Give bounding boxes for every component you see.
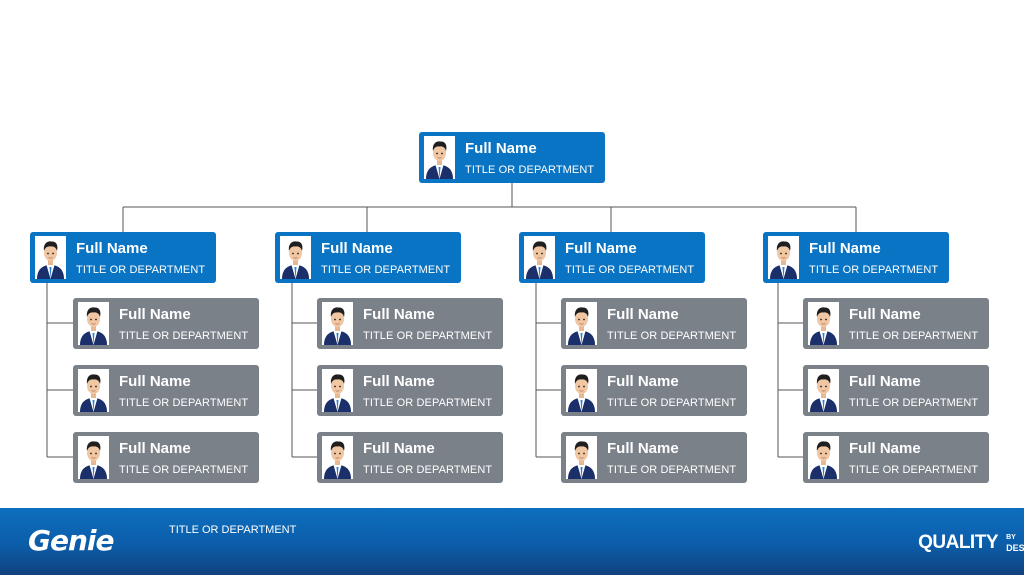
person-avatar-icon xyxy=(280,236,311,279)
person-avatar-icon xyxy=(566,436,597,479)
person-avatar-icon xyxy=(322,302,353,345)
card-title: TITLE OR DEPARTMENT xyxy=(363,397,493,409)
card-name: Full Name xyxy=(607,306,679,323)
card-name: Full Name xyxy=(119,440,191,457)
person-avatar-icon xyxy=(808,302,839,345)
branch-head-card[interactable]: Full Name TITLE OR DEPARTMENT xyxy=(519,232,705,283)
person-avatar-icon xyxy=(566,302,597,345)
member-card[interactable]: Full Name TITLE OR DEPARTMENT xyxy=(561,298,747,349)
card-name: Full Name xyxy=(849,373,921,390)
person-avatar-icon xyxy=(566,369,597,412)
tagline-main: QUALITY xyxy=(918,532,998,553)
card-name: Full Name xyxy=(849,440,921,457)
card-title: TITLE OR DEPARTMENT xyxy=(363,330,493,342)
card-name: Full Name xyxy=(465,140,537,157)
member-card[interactable]: Full Name TITLE OR DEPARTMENT xyxy=(803,298,989,349)
quality-by-design-logo: QUALITY BY DESIGN xyxy=(918,532,1024,554)
person-avatar-icon xyxy=(322,369,353,412)
card-title: TITLE OR DEPARTMENT xyxy=(565,264,695,276)
tagline-design: DESIGN xyxy=(1006,543,1024,553)
person-avatar-icon xyxy=(768,236,799,279)
root-card[interactable]: Full Name TITLE OR DEPARTMENT xyxy=(419,132,605,183)
card-name: Full Name xyxy=(809,240,881,257)
card-title: TITLE OR DEPARTMENT xyxy=(119,464,249,476)
branch-head-card[interactable]: Full Name TITLE OR DEPARTMENT xyxy=(30,232,216,283)
person-avatar-icon xyxy=(808,369,839,412)
card-name: Full Name xyxy=(119,373,191,390)
person-avatar-icon xyxy=(35,236,66,279)
card-name: Full Name xyxy=(363,440,435,457)
member-card[interactable]: Full Name TITLE OR DEPARTMENT xyxy=(73,365,259,416)
card-name: Full Name xyxy=(607,440,679,457)
person-avatar-icon xyxy=(78,302,109,345)
card-title: TITLE OR DEPARTMENT xyxy=(607,397,737,409)
member-card[interactable]: Full Name TITLE OR DEPARTMENT xyxy=(803,432,989,483)
person-avatar-icon xyxy=(78,369,109,412)
card-name: Full Name xyxy=(607,373,679,390)
card-title: TITLE OR DEPARTMENT xyxy=(607,330,737,342)
genie-logo: Genie xyxy=(28,524,114,557)
member-card[interactable]: Full Name TITLE OR DEPARTMENT xyxy=(317,298,503,349)
card-title: TITLE OR DEPARTMENT xyxy=(119,397,249,409)
card-title: TITLE OR DEPARTMENT xyxy=(849,397,979,409)
card-title: TITLE OR DEPARTMENT xyxy=(76,264,206,276)
card-title: TITLE OR DEPARTMENT xyxy=(849,464,979,476)
card-title: TITLE OR DEPARTMENT xyxy=(607,464,737,476)
person-avatar-icon xyxy=(78,436,109,479)
person-avatar-icon xyxy=(808,436,839,479)
card-title: TITLE OR DEPARTMENT xyxy=(465,164,595,176)
branch-head-card[interactable]: Full Name TITLE OR DEPARTMENT xyxy=(763,232,949,283)
tagline-by: BY xyxy=(1006,534,1016,541)
member-card[interactable]: Full Name TITLE OR DEPARTMENT xyxy=(561,432,747,483)
person-avatar-icon xyxy=(524,236,555,279)
card-title: TITLE OR DEPARTMENT xyxy=(363,464,493,476)
card-name: Full Name xyxy=(849,306,921,323)
connector-lines xyxy=(46,182,857,458)
card-name: Full Name xyxy=(565,240,637,257)
footer-bar: Genie TITLE OR DEPARTMENT QUALITY BY DES… xyxy=(0,508,1024,575)
card-title: TITLE OR DEPARTMENT xyxy=(849,330,979,342)
card-title: TITLE OR DEPARTMENT xyxy=(119,330,249,342)
card-name: Full Name xyxy=(119,306,191,323)
card-name: Full Name xyxy=(363,306,435,323)
card-name: Full Name xyxy=(76,240,148,257)
footer-title: TITLE OR DEPARTMENT xyxy=(169,524,297,536)
card-title: TITLE OR DEPARTMENT xyxy=(809,264,939,276)
card-name: Full Name xyxy=(363,373,435,390)
card-name: Full Name xyxy=(321,240,393,257)
member-card[interactable]: Full Name TITLE OR DEPARTMENT xyxy=(317,365,503,416)
branch-head-card[interactable]: Full Name TITLE OR DEPARTMENT xyxy=(275,232,461,283)
member-card[interactable]: Full Name TITLE OR DEPARTMENT xyxy=(317,432,503,483)
member-card[interactable]: Full Name TITLE OR DEPARTMENT xyxy=(561,365,747,416)
member-card[interactable]: Full Name TITLE OR DEPARTMENT xyxy=(803,365,989,416)
card-title: TITLE OR DEPARTMENT xyxy=(321,264,451,276)
member-card[interactable]: Full Name TITLE OR DEPARTMENT xyxy=(73,432,259,483)
org-chart: Full Name TITLE OR DEPARTMENT Full Name … xyxy=(30,132,989,483)
person-avatar-icon xyxy=(322,436,353,479)
member-card[interactable]: Full Name TITLE OR DEPARTMENT xyxy=(73,298,259,349)
person-avatar-icon xyxy=(424,136,455,179)
